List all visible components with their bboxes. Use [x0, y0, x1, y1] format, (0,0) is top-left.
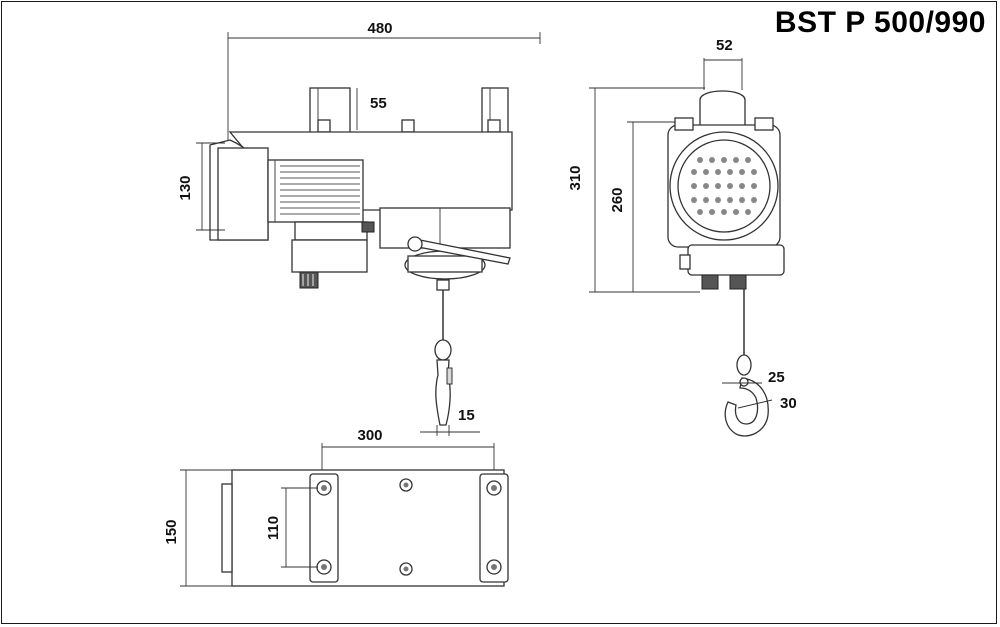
dim-150: 150 [163, 519, 180, 544]
top-view: 300 150 110 [163, 427, 509, 587]
dim-130: 130 [177, 175, 194, 200]
side-view: 480 55 [177, 20, 541, 436]
dim-310: 310 [567, 165, 584, 190]
dim-260: 260 [609, 187, 626, 212]
dim-52: 52 [716, 37, 733, 54]
dim-15: 15 [458, 407, 475, 424]
dim-55: 55 [370, 95, 387, 112]
dim-30: 30 [780, 395, 797, 412]
front-view: 52 310 260 [567, 37, 797, 437]
dim-25: 25 [768, 369, 785, 386]
model-title: BST P 500/990 [774, 6, 986, 39]
dim-480: 480 [367, 20, 392, 37]
dim-110: 110 [265, 516, 282, 540]
dim-300: 300 [357, 427, 382, 444]
